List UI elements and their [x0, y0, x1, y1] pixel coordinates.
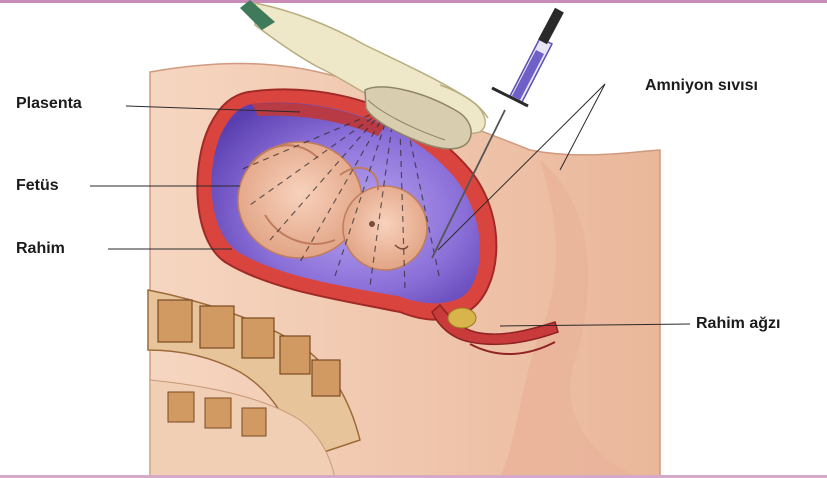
- label-rahim-agzi: Rahim ağzı: [696, 316, 780, 332]
- label-rahim: Rahim: [16, 241, 65, 257]
- label-fetus: Fetüs: [16, 178, 59, 194]
- label-amniyon-sivisi: Amniyon sıvısı: [645, 78, 758, 94]
- label-plasenta: Plasenta: [16, 96, 82, 112]
